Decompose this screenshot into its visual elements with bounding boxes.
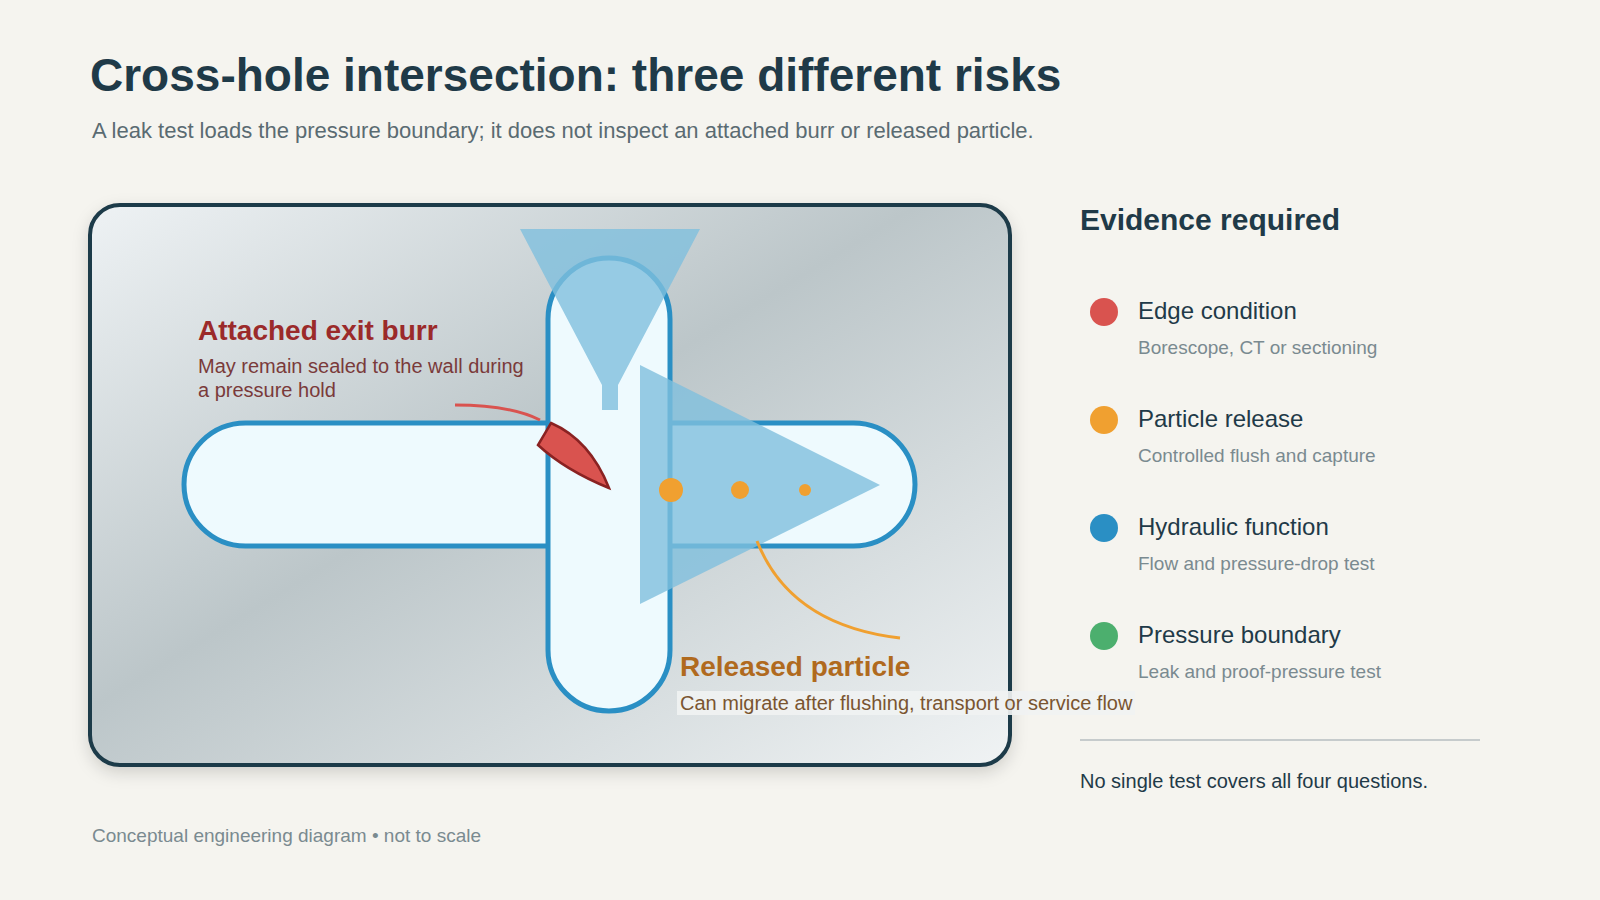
housing-panel: [90, 205, 1010, 765]
legend-heading: Evidence required: [1080, 202, 1340, 238]
particle: [659, 478, 683, 502]
callout-note: May remain sealed to the wall during a p…: [198, 354, 528, 402]
title: Cross-hole intersection: three different…: [90, 48, 1061, 103]
legend-label: Particle release: [1138, 405, 1303, 434]
leader-line: [757, 541, 900, 638]
callout-title: Attached exit burr: [198, 314, 438, 348]
flow-triangle: [640, 365, 880, 604]
footer: Conceptual engineering diagram • not to …: [92, 825, 481, 848]
legend-swatch: [1090, 406, 1118, 434]
legend-label: Edge condition: [1138, 297, 1297, 326]
note: No single test covers all four questions…: [1080, 769, 1428, 793]
legend-note: Flow and pressure-drop test: [1138, 553, 1375, 576]
leader-line: [455, 405, 540, 420]
legend-note: Controlled flush and capture: [1138, 445, 1376, 468]
divider: [1080, 739, 1480, 741]
legend-label: Pressure boundary: [1138, 621, 1341, 650]
legend-note: Leak and proof-pressure test: [1138, 661, 1381, 684]
legend-swatch: [1090, 622, 1118, 650]
subtitle: A leak test loads the pressure boundary;…: [92, 118, 1034, 144]
legend-swatch: [1090, 298, 1118, 326]
exit-burr: [538, 423, 609, 488]
callout-note: Can migrate after flushing, transport or…: [677, 691, 1135, 715]
legend-note: Borescope, CT or sectioning: [1138, 337, 1377, 360]
particle: [731, 481, 749, 499]
legend-label: Hydraulic function: [1138, 513, 1329, 542]
legend-swatch: [1090, 514, 1118, 542]
callout-title: Released particle: [680, 650, 910, 684]
particle: [799, 484, 811, 496]
